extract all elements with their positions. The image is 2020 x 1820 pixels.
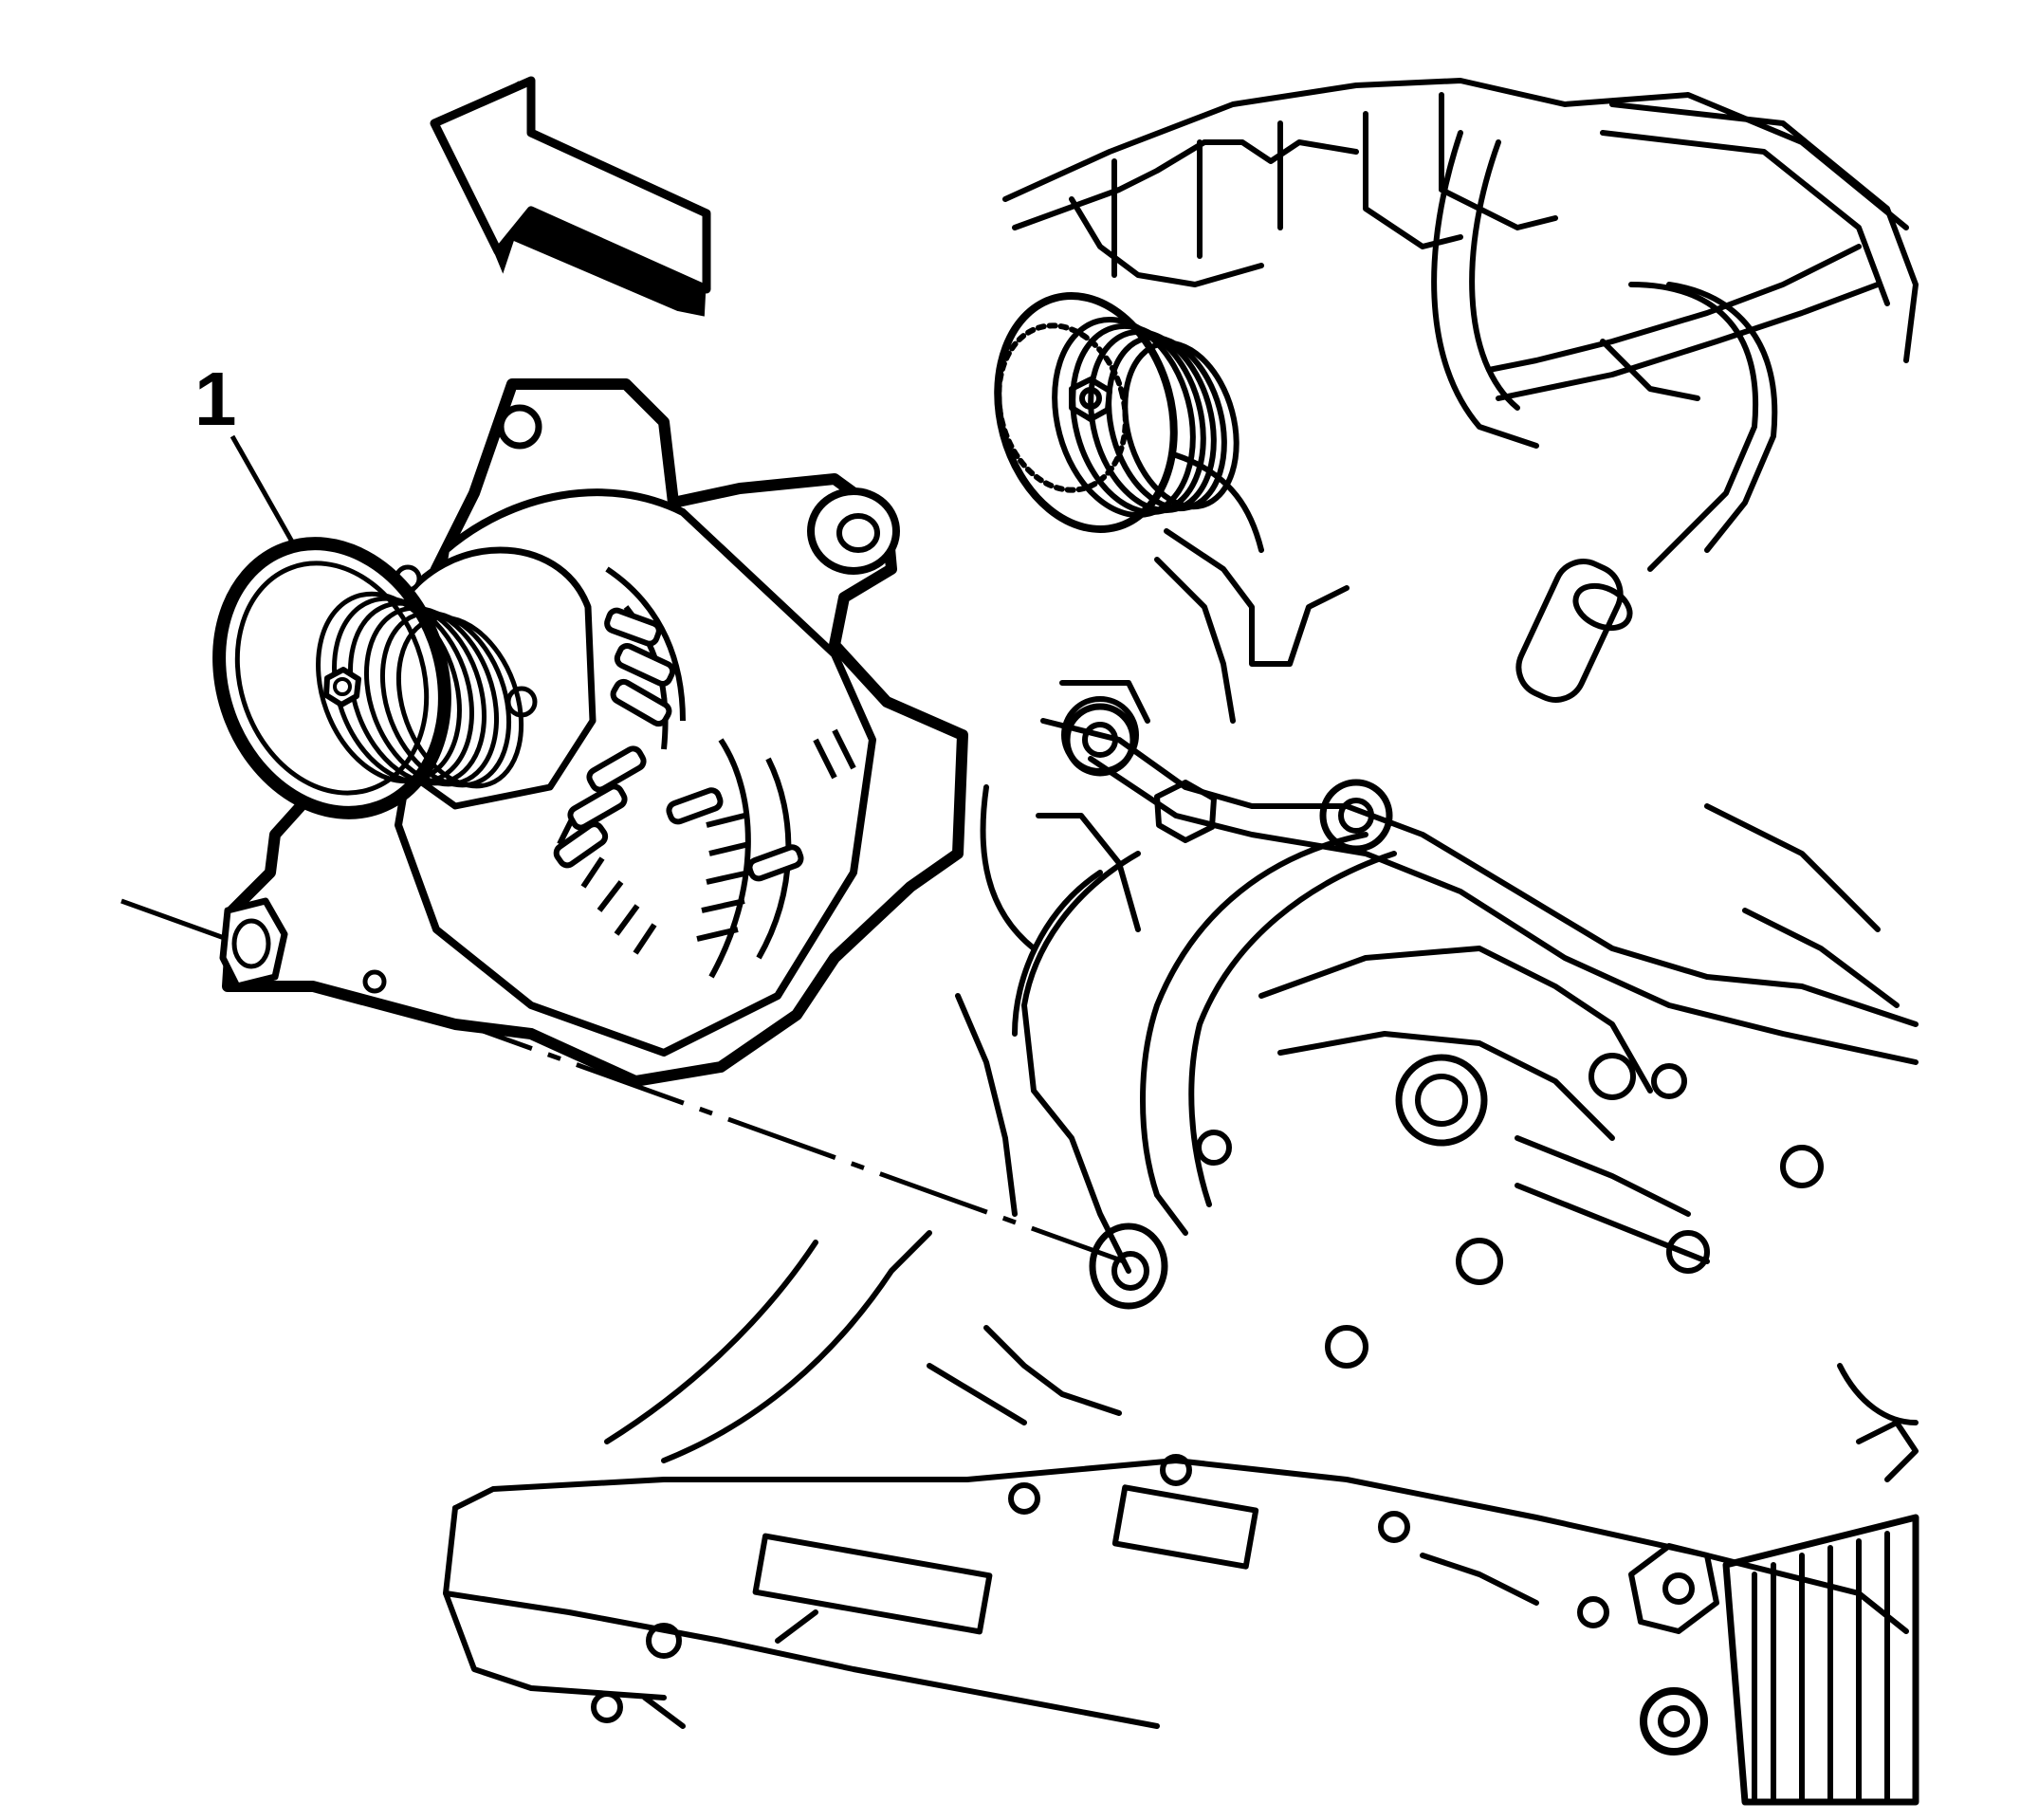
generator xyxy=(212,378,968,1087)
idler-pulley xyxy=(994,292,1240,533)
callout-1-label: 1 xyxy=(194,357,237,441)
engine-assembly xyxy=(443,78,1919,1806)
forward-direction-arrow-icon xyxy=(430,76,711,317)
oil-cooler xyxy=(1722,1514,1919,1806)
